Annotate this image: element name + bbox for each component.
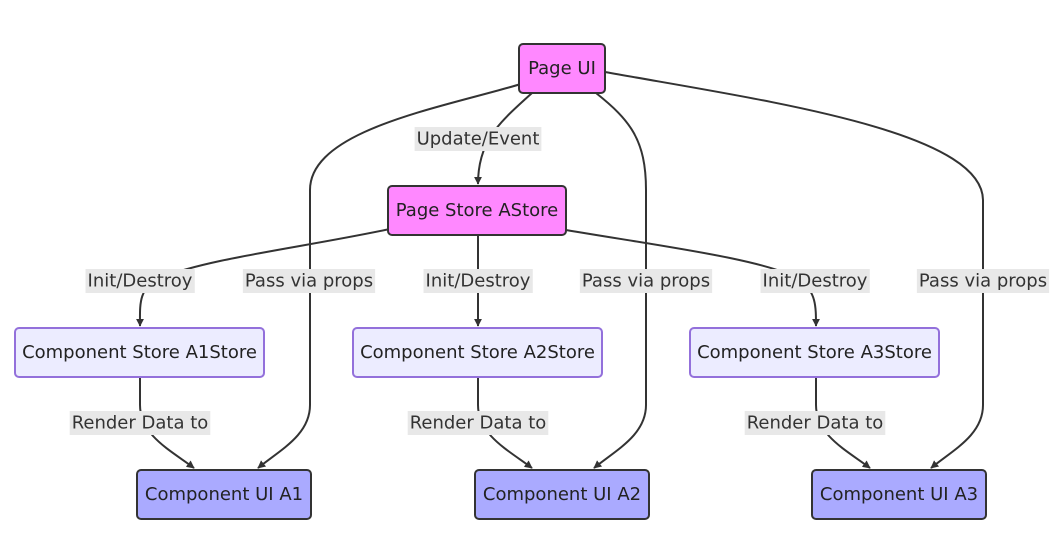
- edge-store-a2-to-ui-a2: [477, 377, 533, 469]
- edge-label-text: Update/Event: [417, 129, 540, 150]
- edge-label: Init/Destroy: [423, 269, 533, 293]
- node-page-store: Page Store AStore: [387, 185, 567, 236]
- edge-label-text: Render Data to: [410, 413, 547, 434]
- edge-label-background: [744, 411, 886, 435]
- node-box: [518, 43, 606, 94]
- node-box: [136, 469, 312, 520]
- edge-label: Pass via props: [916, 269, 1050, 293]
- node-box: [14, 327, 265, 378]
- edge-label-background: [407, 411, 549, 435]
- node-store-a2: Component Store A2Store: [352, 327, 603, 378]
- edge-label-text: Pass via props: [245, 271, 373, 292]
- edge-page-store-to-store-a1: [135, 228, 391, 327]
- edge-label: Render Data to: [744, 411, 886, 435]
- node-label: Component Store A3Store: [697, 342, 932, 363]
- edge-label: Render Data to: [407, 411, 549, 435]
- node-label: Component UI A3: [820, 484, 978, 505]
- node-ui-a2: Component UI A2: [474, 469, 650, 520]
- edge-label-text: Render Data to: [72, 413, 209, 434]
- node-store-a1: Component Store A1Store: [14, 327, 265, 378]
- edge-label: Pass via props: [579, 269, 713, 293]
- node-label: Component Store A2Store: [360, 342, 595, 363]
- node-ui-a3: Component UI A3: [811, 469, 987, 520]
- edge-page-ui-to-ui-a3: [604, 71, 984, 469]
- edge-label: Render Data to: [69, 411, 211, 435]
- edge-label: Update/Event: [414, 127, 542, 151]
- edge-store-a1-to-ui-a1: [139, 377, 195, 469]
- edge-store-a3-to-ui-a3: [815, 377, 871, 469]
- node-box: [474, 469, 650, 520]
- edge-page-ui-to-ui-a2: [593, 92, 647, 469]
- node-box: [689, 327, 940, 378]
- edge-label: Init/Destroy: [760, 269, 870, 293]
- edge-label-text: Init/Destroy: [426, 271, 531, 292]
- node-box: [811, 469, 987, 520]
- edge-label-text: Render Data to: [747, 413, 884, 434]
- edge-label-text: Init/Destroy: [763, 271, 868, 292]
- node-label: Component UI A2: [483, 484, 641, 505]
- node-ui-a1: Component UI A1: [136, 469, 312, 520]
- node-store-a3: Component Store A3Store: [689, 327, 940, 378]
- edge-label: Pass via props: [242, 269, 376, 293]
- edge-label-background: [414, 127, 542, 151]
- edge-page-ui-to-ui-a1: [257, 83, 522, 469]
- edge-label-background: [760, 269, 870, 293]
- edge-label-background: [916, 269, 1050, 293]
- node-label: Component UI A1: [145, 484, 303, 505]
- node-label: Page Store AStore: [396, 200, 558, 221]
- edge-label-background: [423, 269, 533, 293]
- edge-label: Init/Destroy: [85, 269, 195, 293]
- node-label: Page UI: [528, 58, 596, 79]
- node-label: Component Store A1Store: [22, 342, 257, 363]
- node-page-ui: Page UI: [518, 43, 606, 94]
- edge-label-text: Init/Destroy: [88, 271, 193, 292]
- node-box: [387, 185, 567, 236]
- edge-label-background: [579, 269, 713, 293]
- edge-label-background: [242, 269, 376, 293]
- edge-label-background: [85, 269, 195, 293]
- edge-label-text: Pass via props: [582, 271, 710, 292]
- edge-label-text: Pass via props: [919, 271, 1047, 292]
- edge-label-background: [69, 411, 211, 435]
- node-box: [352, 327, 603, 378]
